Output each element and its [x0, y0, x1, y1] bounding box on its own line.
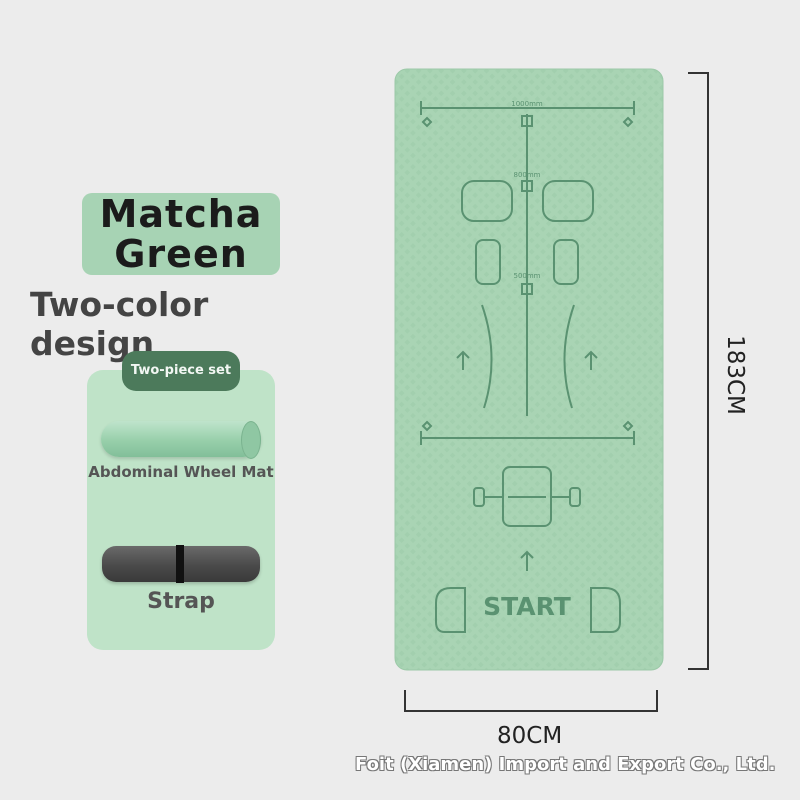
arrow-up-icon	[520, 550, 534, 571]
label-800mm: 800mm	[514, 171, 541, 179]
start-text: START	[483, 592, 571, 621]
diamond-icon	[421, 420, 433, 432]
diamond-icon	[622, 420, 634, 432]
strap-image	[102, 545, 260, 583]
color-title-box: Matcha Green	[82, 193, 280, 275]
label-1000mm: 1000mm	[511, 100, 543, 108]
set-tag: Two-piece set	[122, 351, 240, 391]
diamond-icon	[421, 116, 433, 128]
set-panel	[87, 370, 275, 650]
label-500mm: 500mm	[514, 272, 541, 280]
strap-band	[176, 545, 184, 583]
marker-square	[521, 283, 533, 295]
hand-pad	[542, 180, 594, 222]
company-watermark: Foit (Xiamen) Import and Export Co., Ltd…	[355, 754, 776, 775]
height-label: 183CM	[721, 335, 748, 415]
height-dimension-line	[688, 72, 709, 670]
arrow-up-icon	[584, 350, 598, 370]
diamond-icon	[622, 116, 634, 128]
knee-pad	[475, 239, 501, 285]
set-item-strap-label: Strap	[147, 589, 215, 614]
hand-pad	[461, 180, 513, 222]
width-label: 80CM	[497, 723, 563, 749]
marker-square	[521, 115, 533, 127]
knee-pad	[553, 239, 579, 285]
color-title-line2: Green	[114, 232, 248, 276]
width-dimension-line	[404, 690, 658, 712]
foot-pad	[590, 587, 621, 633]
side-curve	[481, 304, 493, 409]
foot-pad	[435, 587, 466, 633]
side-curve	[563, 304, 575, 409]
arrow-up-icon	[456, 350, 470, 370]
rolled-mat-image	[101, 421, 261, 459]
marker-square	[521, 180, 533, 192]
mat-surface	[394, 68, 664, 671]
color-title-line1: Matcha	[99, 192, 263, 236]
set-item-mat-label: Abdominal Wheel Mat	[88, 463, 274, 481]
